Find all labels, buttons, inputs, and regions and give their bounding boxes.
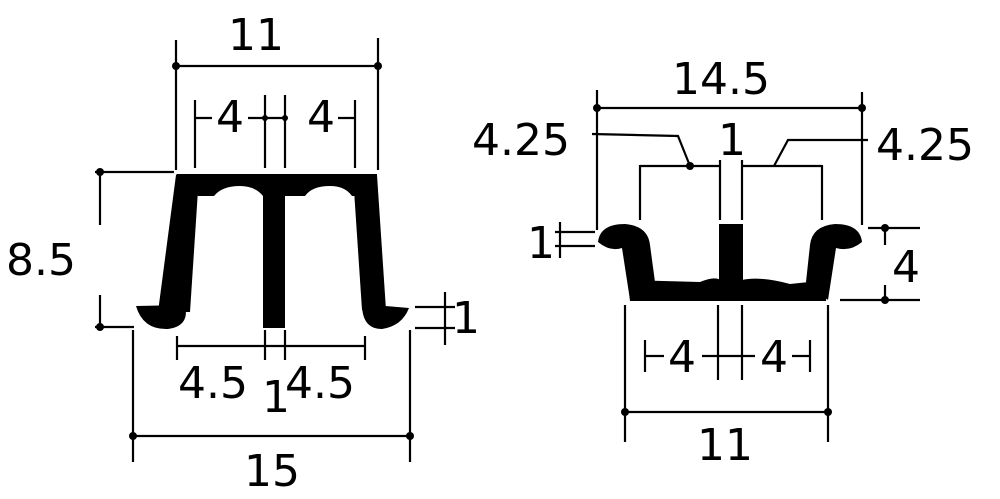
right-stem-label: 1 — [718, 115, 746, 166]
left-inner-right-label: 4 — [307, 92, 335, 143]
right-bottom-right-label: 4 — [760, 332, 788, 383]
left-overall-width-label: 15 — [244, 446, 300, 497]
right-base-width-label: 11 — [697, 420, 753, 471]
right-overall-width-label: 14.5 — [672, 54, 770, 105]
right-lip-label: 1 — [527, 218, 555, 269]
left-stem-label: 1 — [262, 372, 290, 423]
left-bottom-left-label: 4.5 — [178, 358, 248, 409]
right-profile-section — [598, 224, 862, 301]
right-height-label: 4 — [892, 242, 920, 293]
left-inner-left-label: 4 — [216, 92, 244, 143]
left-height-label: 8.5 — [6, 235, 76, 286]
left-bottom-right-label: 4.5 — [285, 358, 355, 409]
left-dimensions — [95, 38, 455, 462]
left-top-width-label: 11 — [228, 10, 284, 61]
right-right-offset-label: 4.25 — [876, 120, 974, 171]
left-foot-label: 1 — [452, 293, 480, 344]
right-bottom-left-label: 4 — [668, 332, 696, 383]
right-dimensions — [555, 90, 920, 442]
right-left-offset-label: 4.25 — [472, 115, 570, 166]
left-profile-section — [136, 174, 409, 330]
